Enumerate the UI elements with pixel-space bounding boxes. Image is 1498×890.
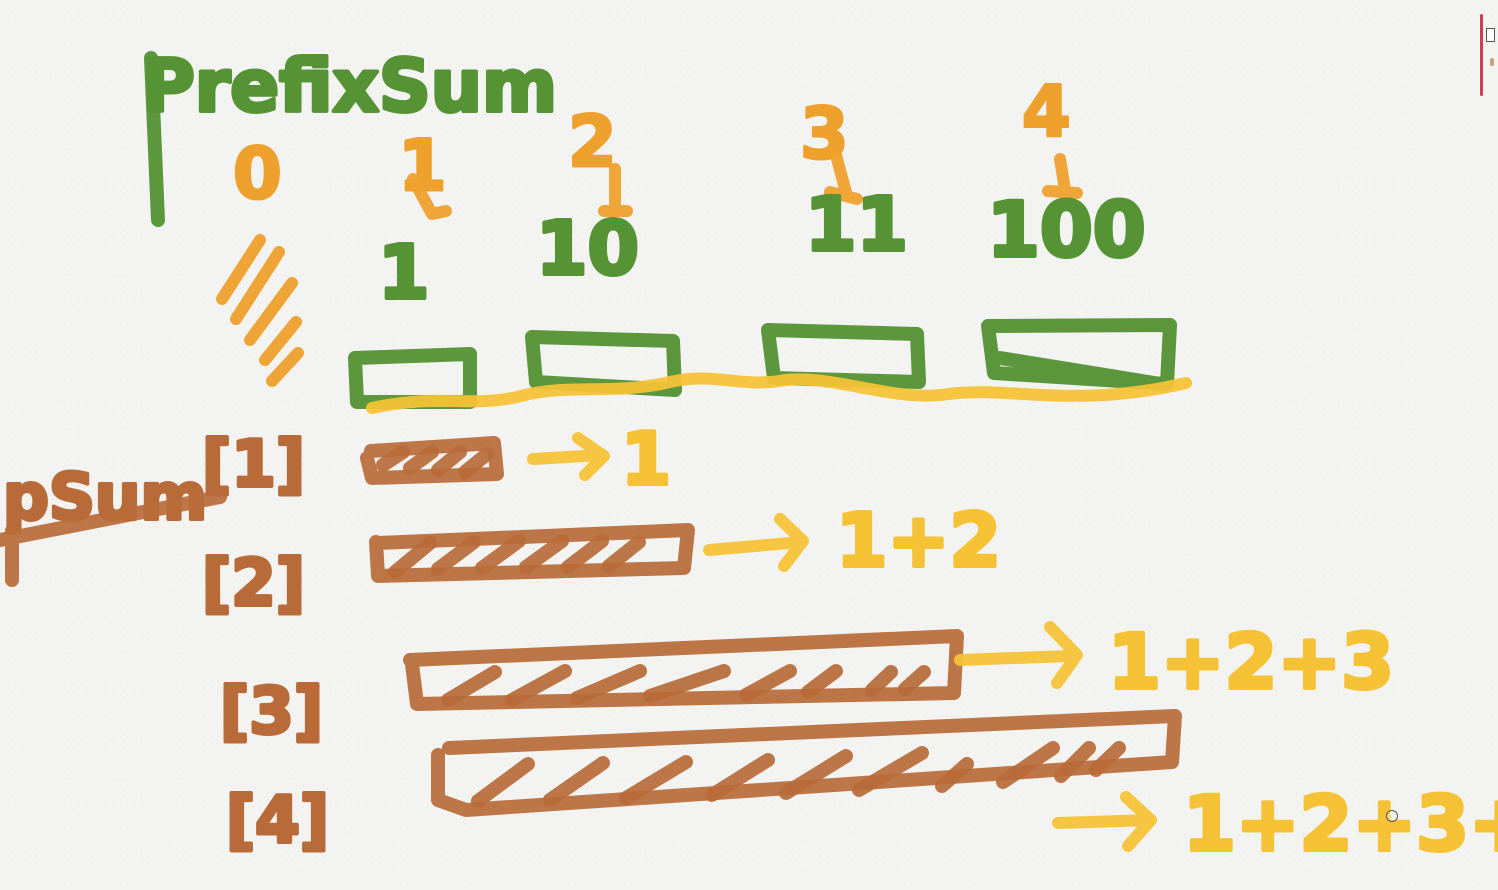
array-baseline [366,372,1192,414]
index-1: 1 [398,125,447,207]
psum-index-2: [2] [202,547,305,621]
index-4: 4 [1022,71,1071,153]
result-row-2: 1+2 [703,496,1003,586]
right-edge-handle-icon[interactable] [1486,28,1495,42]
right-edge-controls[interactable] [1476,0,1498,98]
result-4: 1+2+3+4 [1183,779,1498,868]
value-10: 10 [536,206,639,292]
down-arrow-3 [824,149,863,205]
result-1: 1 [621,417,671,501]
psum-index-1: [1] [202,428,305,502]
right-edge-red-marker [1480,14,1483,96]
down-arrow-4 [1042,153,1083,202]
result-row-1: 1 [527,415,673,503]
result-row-3: 1+2+3 [954,615,1396,708]
arrow-right-icon [1052,791,1157,852]
result-3: 1+2+3 [1108,617,1394,706]
psum-index-3: [3] [220,675,323,749]
value-100: 100 [987,185,1146,274]
result-2: 1+2 [836,498,1001,584]
arrow-right-icon [527,432,610,481]
value-1: 1 [378,230,430,316]
psum-bars [360,436,1182,817]
arrow-right-icon [954,621,1083,689]
psum-underline [0,490,227,587]
psum-index-4: [4] [226,784,329,858]
right-edge-small-marker [1490,58,1494,66]
pen-cursor-icon [1386,810,1398,822]
title-text: PrefixSum [142,44,557,128]
down-arrow-1 [407,173,452,220]
psum-hatching [376,445,1126,808]
index-0: 0 [233,133,282,215]
arrow-right-icon [703,513,809,572]
title-p-stem [144,51,165,227]
down-arrow-2 [598,163,633,217]
value-11: 11 [805,182,908,268]
equals-hatch-mark [216,234,304,387]
result-row-4: 1+2+3+4 [1052,777,1498,870]
